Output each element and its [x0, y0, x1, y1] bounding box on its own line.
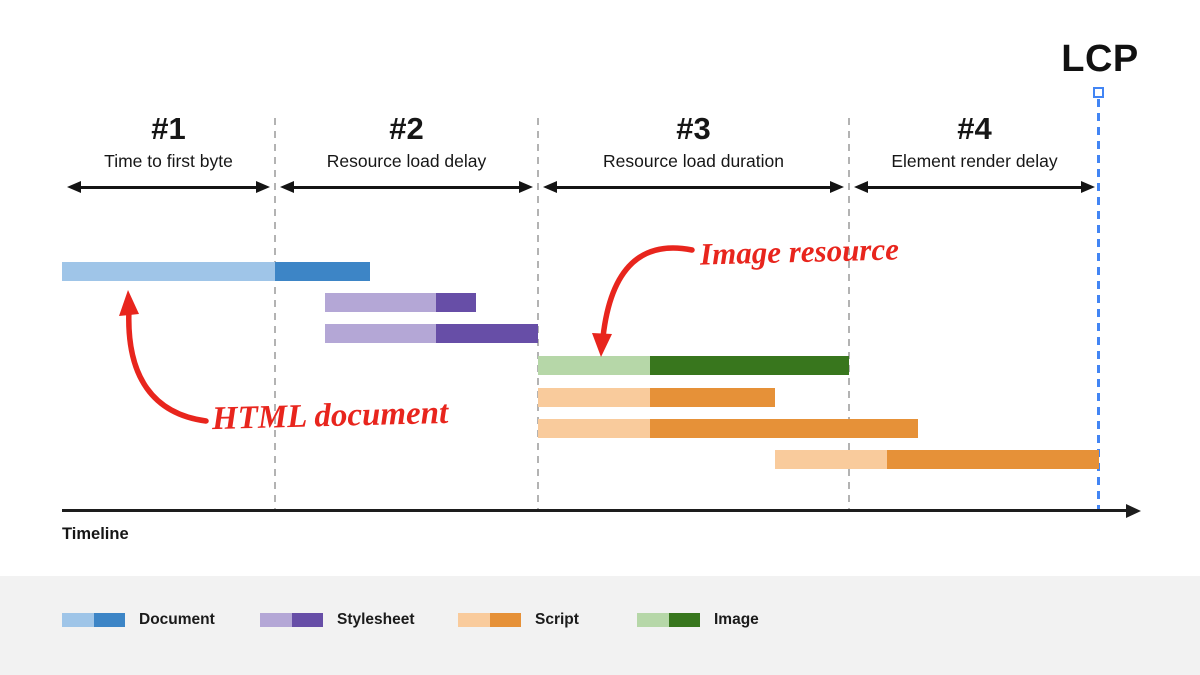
annotation-image-resource: Image resource — [699, 231, 900, 272]
double-arrow-icon — [67, 181, 270, 194]
curved-arrow-image-resource — [600, 245, 695, 340]
timeline-axis — [62, 509, 1128, 512]
bar-image — [538, 356, 849, 375]
phase-number: #3 — [676, 111, 711, 146]
timeline-arrowhead-icon — [1126, 503, 1141, 518]
legend-item-script: Script — [458, 611, 579, 629]
phase-header-1: #1 Time to first byte — [62, 112, 275, 194]
legend: Document Stylesheet Script Image — [0, 576, 1200, 675]
phase-label: Resource load duration — [603, 151, 784, 171]
bar-document — [62, 262, 370, 281]
bar-segment-dark — [436, 324, 538, 343]
phase-divider-2 — [537, 118, 539, 511]
phase-label: Resource load delay — [326, 151, 487, 171]
bar-segment-light — [538, 356, 650, 375]
legend-label: Image — [714, 611, 759, 628]
phase-header-2: #2 Resource load delay — [275, 112, 538, 194]
phase-divider-1 — [274, 118, 276, 511]
bar-stylesheet-1 — [325, 293, 476, 312]
phase-label: Element render delay — [891, 151, 1058, 171]
phase-number: #4 — [957, 111, 992, 146]
lcp-title: LCP — [1061, 38, 1139, 80]
phase-number: #1 — [151, 111, 186, 146]
legend-item-document: Document — [62, 611, 215, 629]
phase-divider-3 — [848, 118, 850, 511]
arrowhead-down-icon — [592, 333, 612, 357]
legend-chip-stylesheet — [260, 613, 323, 627]
lcp-dashed-line — [1097, 99, 1100, 511]
legend-chip-document — [62, 613, 125, 627]
bar-segment-dark — [650, 388, 775, 407]
bar-script-1 — [538, 388, 775, 407]
annotation-html-document: HTML document — [211, 394, 449, 438]
timeline-label: Timeline — [62, 525, 129, 543]
bar-segment-light — [325, 293, 436, 312]
bar-segment-light — [538, 388, 650, 407]
bar-stylesheet-2 — [325, 324, 538, 343]
legend-label: Document — [139, 611, 215, 628]
curved-arrow-html-document — [126, 306, 209, 424]
bar-segment-light — [538, 419, 650, 438]
phase-header-3: #3 Resource load duration — [538, 112, 849, 194]
bar-segment-dark — [887, 450, 1099, 469]
bar-segment-dark — [436, 293, 476, 312]
arrowhead-up-icon — [119, 290, 139, 316]
legend-label: Script — [535, 611, 579, 628]
double-arrow-icon — [854, 181, 1095, 194]
bar-segment-light — [325, 324, 436, 343]
bar-segment-light — [62, 262, 275, 281]
lcp-marker-icon — [1093, 87, 1104, 98]
bar-segment-dark — [275, 262, 370, 281]
legend-chip-image — [637, 613, 700, 627]
phase-number: #2 — [389, 111, 424, 146]
double-arrow-icon — [543, 181, 844, 194]
legend-label: Stylesheet — [337, 611, 415, 628]
bar-script-2 — [538, 419, 918, 438]
phase-label: Time to first byte — [104, 151, 233, 171]
legend-chip-script — [458, 613, 521, 627]
bar-segment-light — [775, 450, 887, 469]
bar-segment-dark — [650, 356, 849, 375]
bar-segment-dark — [650, 419, 918, 438]
legend-item-stylesheet: Stylesheet — [260, 611, 415, 629]
legend-item-image: Image — [637, 611, 759, 629]
phase-header-4: #4 Element render delay — [849, 112, 1100, 194]
bar-script-3 — [775, 450, 1099, 469]
double-arrow-icon — [280, 181, 533, 194]
